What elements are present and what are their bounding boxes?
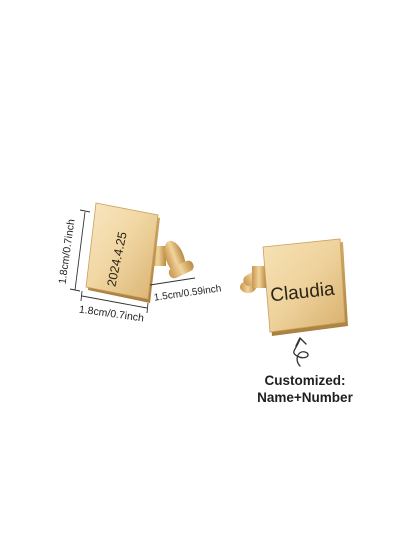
customization-caption: Customized: Name+Number bbox=[230, 372, 380, 406]
right-cufflink-face bbox=[262, 238, 346, 333]
width-label: 1.8cm/0.7inch bbox=[78, 304, 145, 325]
right-cufflink-back bbox=[240, 266, 266, 293]
depth-label: 1.5cm/0.59inch bbox=[153, 283, 222, 303]
left-cufflink-face bbox=[85, 202, 159, 300]
height-label: 1.8cm/0.7inch bbox=[57, 218, 78, 285]
left-cufflink: 2024.4.25 bbox=[85, 202, 194, 303]
dimension-height: 1.8cm/0.7inch bbox=[57, 209, 91, 292]
caption-line-1: Customized: bbox=[264, 373, 346, 388]
pointer-arrow-icon bbox=[293, 337, 309, 367]
dimension-depth: 1.5cm/0.59inch bbox=[149, 277, 222, 304]
caption-line-2: Name+Number bbox=[257, 390, 353, 405]
right-cufflink: Claudia bbox=[240, 238, 348, 336]
